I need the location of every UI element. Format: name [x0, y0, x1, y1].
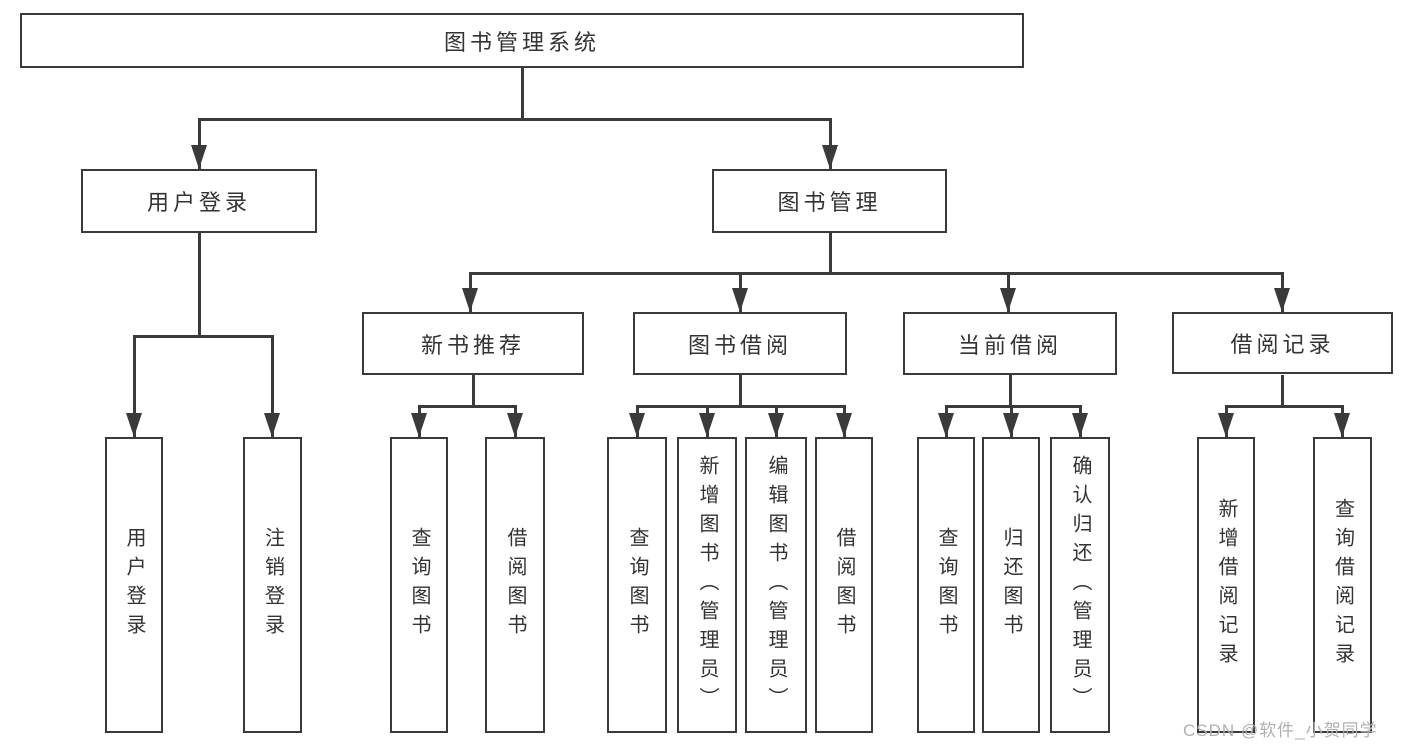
node-book-management: 图书管理: [712, 169, 947, 233]
node-label: 查询图书: [626, 527, 648, 643]
arrowhead-down-icon: [732, 288, 748, 312]
node-label: 归还图书: [1000, 527, 1022, 643]
arrowhead-down-icon: [1274, 288, 1290, 312]
leaf-borrow-books: 借阅图书: [815, 437, 873, 733]
arrowhead-down-icon: [507, 413, 523, 437]
node-label: 用户登录: [146, 190, 251, 215]
node-label: 图书借阅: [687, 332, 792, 358]
connector-line: [197, 119, 201, 169]
node-label: 查询图书: [408, 527, 430, 643]
arrowhead-down-icon: [411, 413, 427, 437]
node-new-book-recommendation: 新书推荐: [362, 312, 584, 375]
node-label: 图书管理: [777, 190, 882, 215]
node-label: 查询借阅记录: [1331, 498, 1354, 672]
node-label: 确认归还（管理员）: [1069, 454, 1091, 716]
arrowhead-down-icon: [836, 413, 852, 437]
node-library-system: 图书管理系统: [20, 13, 1024, 68]
node-label: 借阅记录: [1230, 332, 1335, 357]
arrowhead-down-icon: [1072, 413, 1088, 437]
arrowhead-down-icon: [629, 413, 645, 437]
connector-line: [1280, 375, 1284, 406]
node-borrowing-records: 借阅记录: [1172, 312, 1393, 374]
arrowhead-down-icon: [1334, 413, 1350, 437]
connector-line: [468, 271, 1284, 275]
connector-line: [471, 375, 475, 406]
leaf-query-borrow-record: 查询借阅记录: [1313, 437, 1372, 733]
arrowhead-down-icon: [1000, 288, 1016, 312]
node-label: 编辑图书（管理员）: [765, 454, 787, 716]
leaf-add-borrow-record: 新增借阅记录: [1197, 437, 1255, 733]
leaf-query-books-recommend: 查询图书: [390, 437, 448, 733]
leaf-query-books-borrowing: 查询图书: [607, 437, 667, 733]
leaf-edit-book-admin: 编辑图书（管理员）: [745, 437, 807, 733]
connector-line: [635, 404, 846, 408]
connector-line: [1008, 375, 1012, 406]
leaf-query-books-current: 查询图书: [917, 437, 975, 733]
connector-line: [1224, 404, 1344, 408]
node-label: 新书推荐: [420, 332, 525, 358]
node-label: 用户登录: [123, 527, 145, 643]
connector-line: [417, 404, 517, 408]
node-label: 借阅图书: [833, 527, 855, 643]
watermark: CSDN @软件_小贺同学: [1183, 721, 1378, 740]
connector-line: [270, 336, 274, 437]
node-user-login: 用户登录: [81, 169, 317, 233]
node-book-borrowing: 图书借阅: [633, 312, 847, 375]
connector-line: [944, 404, 1082, 408]
arrowhead-down-icon: [938, 413, 954, 437]
arrowhead-down-icon: [1218, 413, 1234, 437]
leaf-logout: 注销登录: [243, 437, 302, 733]
leaf-add-book-admin: 新增图书（管理员）: [677, 437, 737, 733]
arrowhead-down-icon: [822, 145, 838, 169]
node-label: 图书管理系统: [443, 29, 600, 55]
arrowhead-down-icon: [126, 413, 142, 437]
leaf-confirm-return-admin: 确认归还（管理员）: [1050, 437, 1110, 733]
connector-line: [132, 334, 274, 338]
connector-line: [197, 233, 201, 336]
connector-line: [828, 233, 832, 273]
node-label: 新增借阅记录: [1215, 498, 1237, 672]
leaf-return-books: 归还图书: [982, 437, 1040, 733]
arrowhead-down-icon: [191, 145, 207, 169]
node-label: 注销登录: [261, 527, 284, 643]
connector-line: [132, 336, 136, 437]
arrowhead-down-icon: [462, 288, 478, 312]
leaf-user-login: 用户登录: [105, 437, 163, 733]
node-label: 新增图书（管理员）: [696, 454, 718, 716]
node-current-borrowing: 当前借阅: [903, 312, 1117, 375]
node-label: 查询图书: [935, 527, 957, 643]
arrowhead-down-icon: [699, 413, 715, 437]
connector-line: [828, 119, 832, 169]
connector-line: [738, 375, 742, 406]
arrowhead-down-icon: [264, 413, 280, 437]
connector-line: [520, 68, 524, 119]
leaf-borrow-books-recommend: 借阅图书: [485, 437, 545, 733]
arrowhead-down-icon: [1003, 413, 1019, 437]
node-label: 当前借阅: [957, 332, 1062, 358]
node-label: 借阅图书: [504, 527, 526, 643]
connector-line: [197, 117, 832, 121]
arrowhead-down-icon: [768, 413, 784, 437]
